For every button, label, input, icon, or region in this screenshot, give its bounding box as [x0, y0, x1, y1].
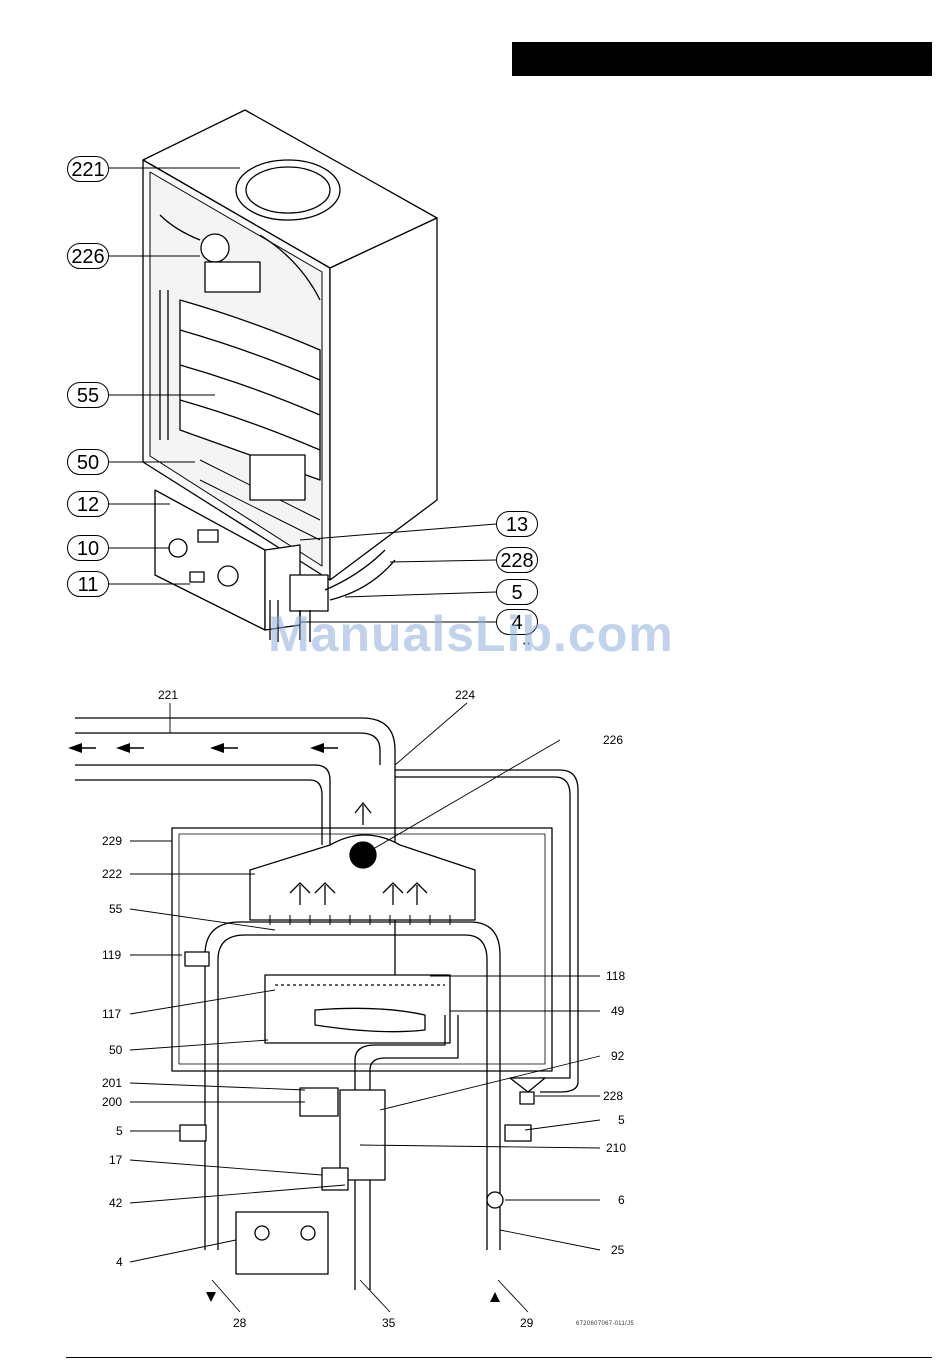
label-210: 210	[606, 1141, 626, 1155]
label-28: 28	[233, 1316, 246, 1330]
label-222: 222	[102, 867, 122, 881]
label-35: 35	[382, 1316, 395, 1330]
label-201: 201	[102, 1076, 122, 1090]
label-25: 25	[611, 1243, 624, 1257]
label-29: 29	[520, 1316, 533, 1330]
label-228: 228	[603, 1089, 623, 1103]
footer-rule	[66, 1357, 932, 1358]
label-117: 117	[102, 1007, 121, 1021]
label-42: 42	[109, 1196, 122, 1210]
label-200: 200	[102, 1095, 122, 1109]
label-49: 49	[611, 1004, 624, 1018]
label-17: 17	[109, 1153, 122, 1167]
label-92: 92	[611, 1049, 624, 1063]
label-55: 55	[109, 902, 122, 916]
label-221: 221	[158, 688, 178, 702]
label-5-left: 5	[116, 1124, 123, 1138]
label-5-right: 5	[618, 1113, 625, 1127]
label-50: 50	[109, 1043, 122, 1057]
label-226: 226	[603, 733, 623, 747]
label-4: 4	[116, 1255, 123, 1269]
label-229: 229	[102, 834, 122, 848]
label-6: 6	[618, 1193, 625, 1207]
label-119: 119	[102, 948, 121, 962]
label-118: 118	[606, 969, 625, 983]
label-224: 224	[455, 688, 475, 702]
drawing-code: 6720607067-011/J5	[576, 1321, 634, 1327]
